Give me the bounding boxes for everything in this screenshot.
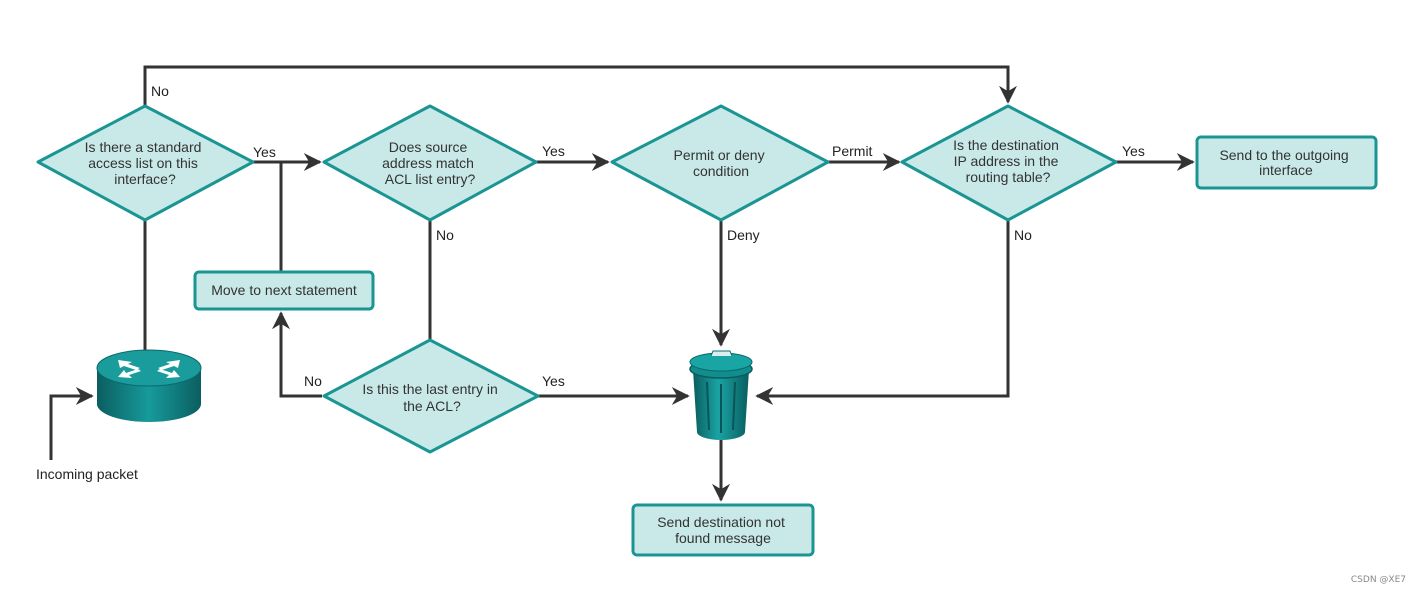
label-deny: Deny [727, 227, 760, 243]
svg-text:Is the destination IP ad: Is the destination IP address in the rou… [953, 137, 1063, 185]
label-last-yes: Yes [542, 373, 565, 389]
process-next-statement: Move to next statement [193, 270, 375, 311]
decision-routing-table-line-3: routing table? [966, 169, 1051, 185]
label-permit: Permit [832, 143, 873, 159]
trash-bin-icon [689, 350, 753, 440]
label-last-no: No [304, 373, 322, 389]
svg-text:Is this the last entry in: Is this the last entry in the ACL? [362, 381, 501, 414]
process-next-statement-line-1: Move to next statement [211, 282, 357, 298]
decision-last-entry: Is this the last entry in the ACL? [322, 338, 540, 454]
last-no-connector [272, 311, 322, 398]
decision-standard-acl: Is there a standard access list on this … [36, 104, 255, 222]
incoming-packet-label: Incoming packet [36, 466, 138, 482]
label-route-no: No [1014, 227, 1032, 243]
decision-routing-table-line-2: IP address in the [954, 153, 1059, 169]
svg-text:Is there a standard acce: Is there a standard access list on this … [85, 139, 206, 187]
label-std-yes: Yes [253, 144, 276, 160]
label-route-yes: Yes [1122, 143, 1145, 159]
decision-last-entry-line-1: Is this the last entry in [362, 381, 497, 397]
label-source-no: No [436, 227, 454, 243]
incoming-packet-arrow [49, 387, 94, 460]
decision-routing-table: Is the destination IP address in the rou… [900, 104, 1118, 222]
label-source-yes: Yes [542, 143, 565, 159]
svg-text:Send to the outgoing int: Send to the outgoing interface [1219, 147, 1352, 178]
process-send-outgoing-line-1: Send to the outgoing [1219, 147, 1348, 163]
route-no-connector [755, 220, 1010, 405]
svg-text:Send destination not fou: Send destination not found message [657, 514, 789, 546]
router-arrows-icon [118, 360, 180, 378]
process-not-found-line-2: found message [675, 530, 771, 546]
process-not-found-line-1: Send destination not [657, 514, 785, 530]
router-icon [96, 349, 202, 422]
connectors [49, 65, 1195, 502]
std-no-connector [143, 65, 1017, 106]
label-std-no: No [151, 83, 169, 99]
watermark: CSDN @XE7 [1351, 575, 1406, 585]
decision-source-match-line-3: ACL list entry? [385, 171, 476, 187]
decision-permit-deny-line-2: condition [693, 163, 749, 179]
decision-standard-acl-line-1: Is there a standard [85, 139, 202, 155]
decision-permit-deny-line-1: Permit or deny [674, 147, 765, 163]
svg-text:Does source address matc: Does source address match ACL list entry… [382, 139, 478, 187]
process-send-outgoing-line-2: interface [1259, 162, 1313, 178]
decision-standard-acl-line-3: interface? [114, 171, 176, 187]
process-not-found-message: Send destination not found message [631, 503, 815, 557]
decision-routing-table-line-1: Is the destination [953, 137, 1059, 153]
svg-text:Permit or deny condition: Permit or deny condition [674, 147, 769, 179]
decision-source-match-line-2: address match [382, 155, 474, 171]
decision-permit-deny: Permit or deny condition [610, 104, 830, 222]
decision-source-match: Does source address match ACL list entry… [322, 104, 538, 222]
decision-last-entry-line-2: the ACL? [403, 398, 461, 414]
decision-standard-acl-line-2: access list on this [88, 155, 198, 171]
decision-source-match-line-1: Does source [389, 139, 468, 155]
svg-text:Move to next statement: Move to next statement [211, 282, 357, 298]
process-send-outgoing: Send to the outgoing interface [1195, 135, 1378, 190]
